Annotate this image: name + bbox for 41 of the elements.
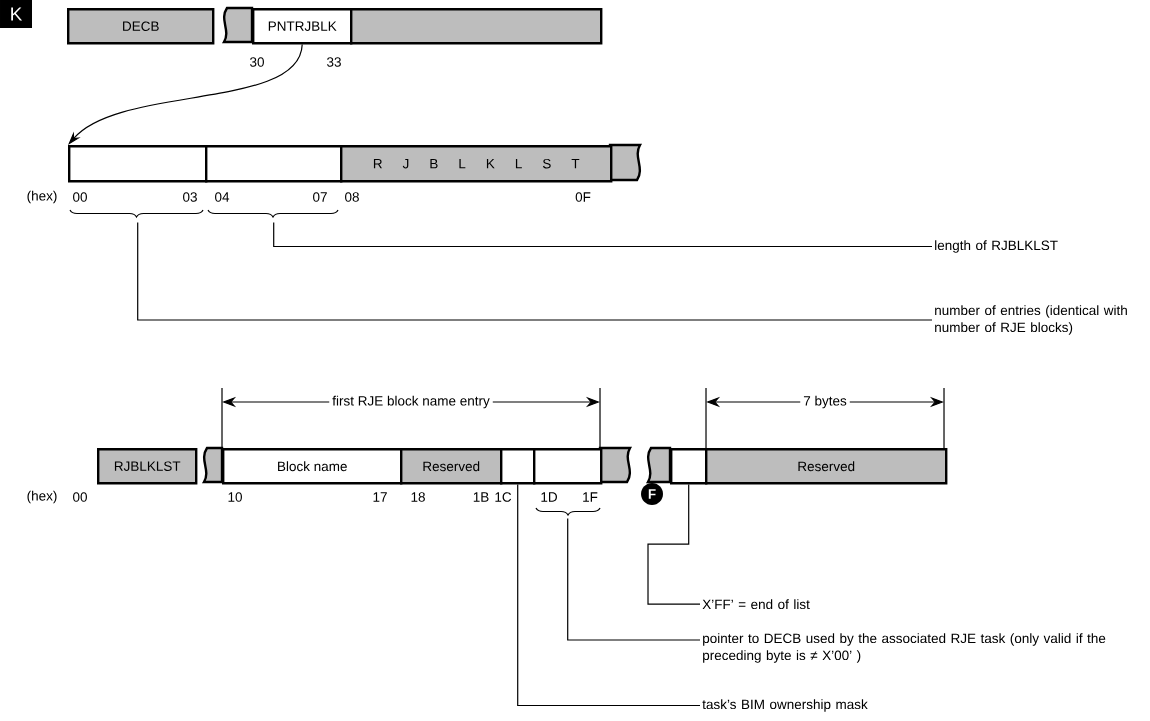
record-field: Block name (222, 448, 403, 485)
annotation-text: length of RJBLKLST (935, 240, 1058, 253)
offset-label: 10 (228, 492, 242, 502)
leader-line (567, 517, 701, 641)
offset-label: 00 (73, 492, 87, 502)
record-field (670, 448, 708, 485)
record-field: Reserved (400, 448, 503, 485)
annotation-text: X’FF’ = end of list (702, 599, 810, 610)
section-badge: K (0, 0, 32, 28)
record-field: DECB (67, 8, 215, 45)
offset-label: 33 (327, 57, 341, 67)
record-field (533, 448, 603, 485)
annotation-text: task’s BIM ownership mask (702, 699, 868, 712)
record-field: Reserved (705, 448, 948, 485)
offset-label: 04 (215, 192, 230, 202)
offset-label: 1C (495, 492, 512, 502)
offset-label: 08 (345, 192, 359, 202)
dimension-label: first RJE block name entry (329, 392, 493, 412)
annotation-text: pointer to DECB used by the associated RJE task (only valid if the preceding byte is ≠ X’00’ ) (703, 633, 1106, 663)
annotation-text: number of entries (identical with number of RJE blocks) (935, 305, 1127, 335)
leader-line (647, 483, 701, 605)
record-field (500, 448, 536, 485)
record-field (68, 145, 208, 183)
offset-label: 18 (411, 492, 425, 502)
pointer-arrow (68, 43, 303, 145)
offset-label: 03 (183, 192, 197, 202)
offset-label: 17 (373, 492, 387, 502)
dimension-label: 7 bytes (800, 392, 850, 412)
offset-label: 1B (473, 492, 489, 502)
offset-label: (hex) (27, 490, 57, 504)
record-field: PNTRJBLK (252, 8, 353, 45)
leader-line (137, 221, 933, 321)
offset-label: 07 (313, 192, 327, 202)
record-field: RJBLKLST (97, 448, 198, 485)
record-field (350, 8, 603, 45)
offset-label: (hex) (27, 190, 57, 204)
leader-line (517, 483, 701, 707)
offset-label: 30 (250, 57, 264, 67)
leader-line (273, 221, 933, 248)
offset-label: 1D (541, 492, 557, 502)
record-field (205, 145, 343, 183)
